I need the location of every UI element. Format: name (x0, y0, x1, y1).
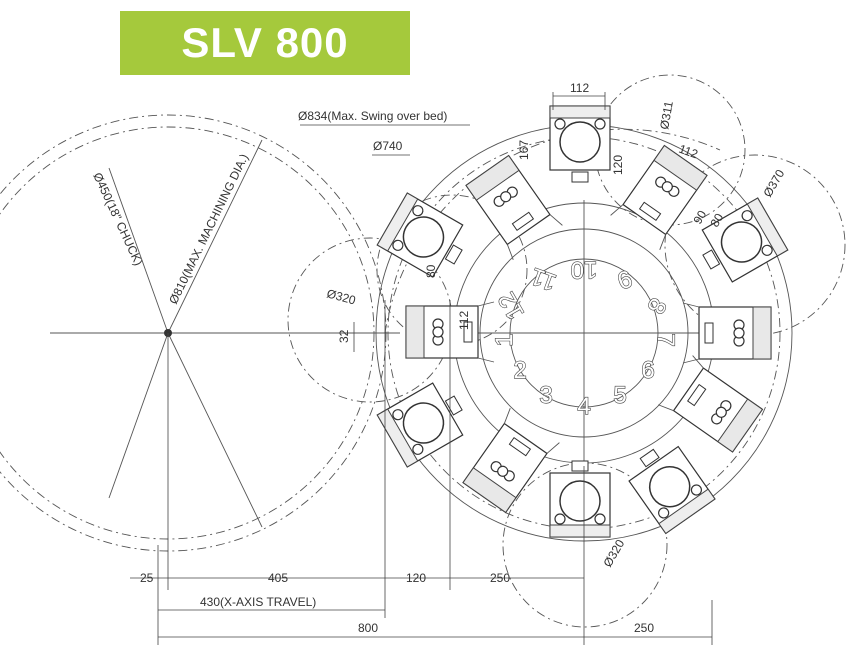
station-number-5: 5 (613, 382, 626, 409)
label-width-112-top: 112 (570, 81, 589, 95)
label-machining-dia: Ø810(MAX. MACHINING DIA.) (166, 152, 251, 307)
dim-250-right: 250 (634, 621, 654, 635)
station-number-2: 2 (513, 357, 526, 384)
dim-25: 25 (140, 571, 154, 585)
dim-405: 405 (268, 571, 288, 585)
label-height-120: 120 (611, 155, 625, 175)
dim-x-axis-travel: 430(X-AXIS TRAVEL) (200, 595, 316, 609)
label-d370: Ø370 (760, 167, 787, 200)
label-32: 32 (337, 329, 351, 343)
label-width-112-right: 112 (677, 142, 700, 162)
label-d740: Ø740 (373, 139, 403, 153)
station-numbers: 1 2 3 4 5 6 7 8 9 10 11 12 (490, 255, 679, 420)
label-80-left: 80 (424, 264, 438, 278)
label-width-112-left: 112 (457, 311, 471, 330)
left-machining-circles (0, 114, 400, 552)
dim-800: 800 (358, 621, 378, 635)
station-number-3: 3 (539, 382, 552, 409)
station-number-12: 12 (493, 287, 530, 324)
station-number-7: 7 (652, 333, 679, 346)
label-chuck: Ø450(18" CHUCK) (90, 170, 145, 267)
label-swing-diameter: Ø834(Max. Swing over bed) (298, 109, 447, 123)
label-d320-bottom: Ø320 (600, 537, 627, 570)
label-height-167: 167 (517, 140, 531, 160)
bottom-dimensions: 25 405 120 250 430(X-AXIS TRAVEL) 800 25… (130, 300, 713, 645)
station-number-10: 10 (571, 256, 598, 283)
label-d311: Ø311 (657, 100, 676, 131)
model-title: SLV 800 (181, 19, 349, 66)
tool-holders (376, 105, 789, 538)
label-80-right: 80 (707, 211, 726, 230)
station-number-6: 6 (641, 357, 654, 384)
station-number-4: 4 (577, 393, 590, 420)
station-number-11: 11 (527, 262, 560, 296)
label-90: 90 (690, 208, 709, 227)
model-title-banner: SLV 800 (120, 11, 410, 75)
station-number-1: 1 (491, 333, 518, 346)
station-number-8: 8 (641, 293, 671, 318)
station-number-9: 9 (614, 264, 636, 294)
dim-250: 250 (490, 571, 510, 585)
dim-120: 120 (406, 571, 426, 585)
label-d320-left: Ø320 (325, 286, 357, 307)
